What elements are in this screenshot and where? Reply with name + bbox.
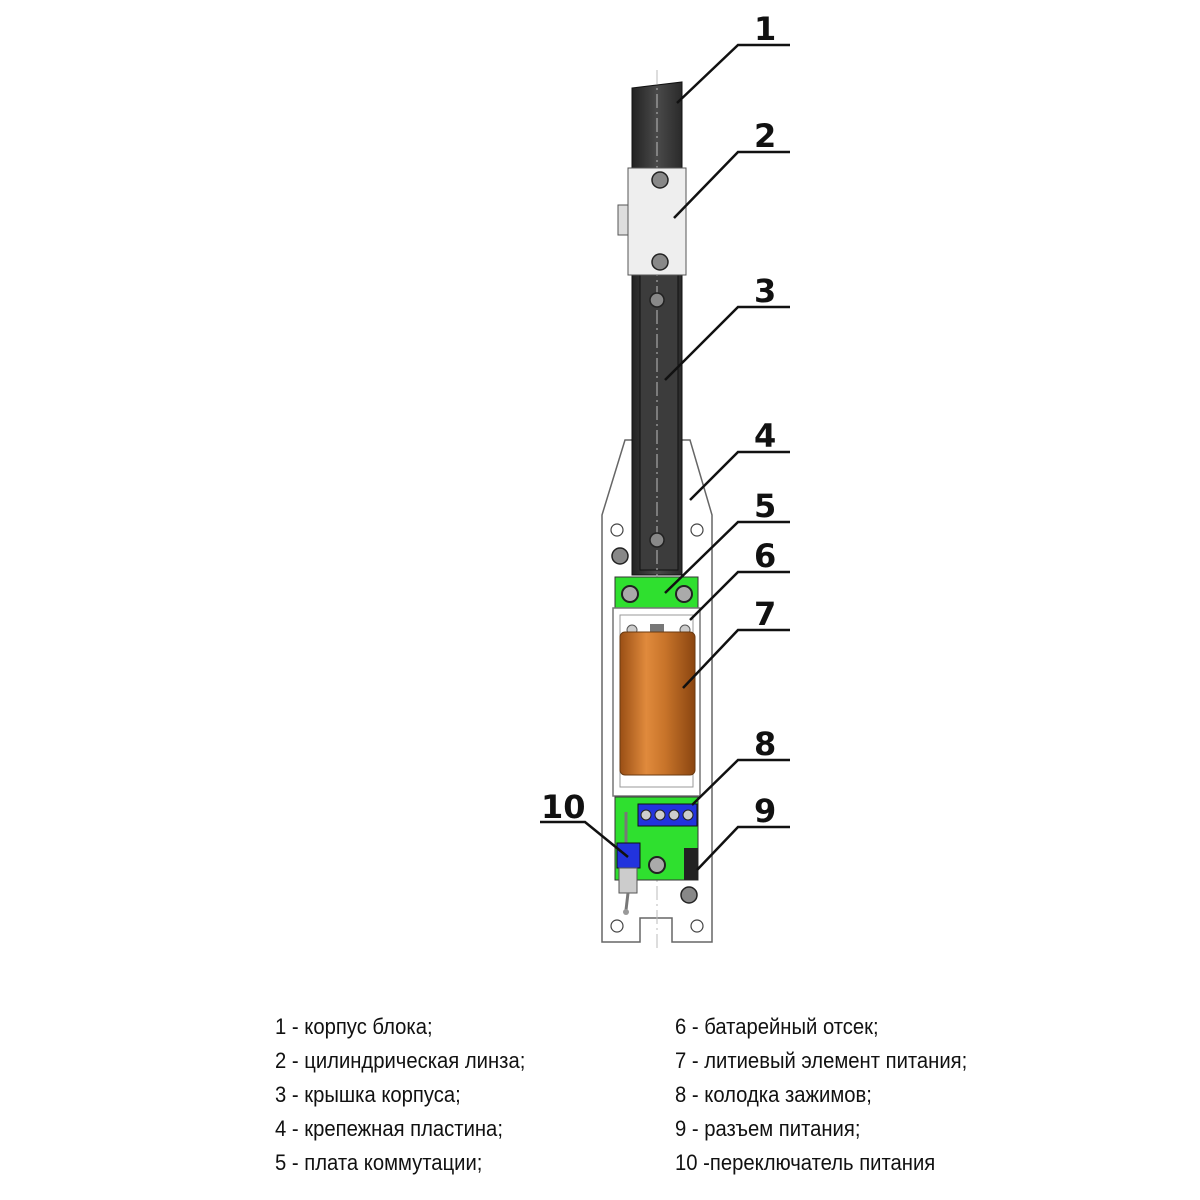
- callout-5: 5: [754, 487, 776, 525]
- callout-7: 7: [754, 595, 776, 633]
- power-connector: [684, 848, 698, 880]
- legend-item: 10 -переключатель питания: [675, 1150, 936, 1175]
- callout-9: 9: [754, 792, 776, 830]
- mounting-holes: [610, 523, 704, 933]
- legend-item: 6 - батарейный отсек;: [675, 1014, 879, 1039]
- lithium-battery: [619, 631, 696, 776]
- power-switch: [616, 842, 641, 869]
- legend-item: 2 - цилиндрическая линза;: [275, 1048, 526, 1073]
- callout-6: 6: [754, 537, 776, 575]
- legend-left: 1 - корпус блока; 2 - цилиндрическая лин…: [275, 1010, 525, 1180]
- callout-3: 3: [754, 272, 776, 310]
- callout-2: 2: [754, 117, 776, 155]
- callout-10: 10: [541, 788, 586, 826]
- legend-item: 4 - крепежная пластина;: [275, 1116, 503, 1141]
- legend-item: 3 - крышка корпуса;: [275, 1082, 461, 1107]
- legend-item: 5 - плата коммутации;: [275, 1150, 483, 1175]
- callout-4: 4: [754, 417, 776, 455]
- callout-labels: 1 2 3 4 5 6 7 8 9 10: [541, 10, 776, 830]
- screws: [611, 171, 698, 904]
- callout-8: 8: [754, 725, 776, 763]
- legend-item: 9 - разъем питания;: [675, 1116, 861, 1141]
- terminal-block: [637, 803, 698, 827]
- legend-item: 7 - литиевый элемент питания;: [675, 1048, 968, 1073]
- legend-item: 1 - корпус блока;: [275, 1014, 433, 1039]
- legend-right: 6 - батарейный отсек; 7 - литиевый элеме…: [675, 1010, 967, 1180]
- housing-cover: [639, 274, 679, 571]
- legend-item: 8 - колодка зажимов;: [675, 1082, 872, 1107]
- callout-1: 1: [754, 10, 776, 48]
- leader-lines: [540, 43, 790, 871]
